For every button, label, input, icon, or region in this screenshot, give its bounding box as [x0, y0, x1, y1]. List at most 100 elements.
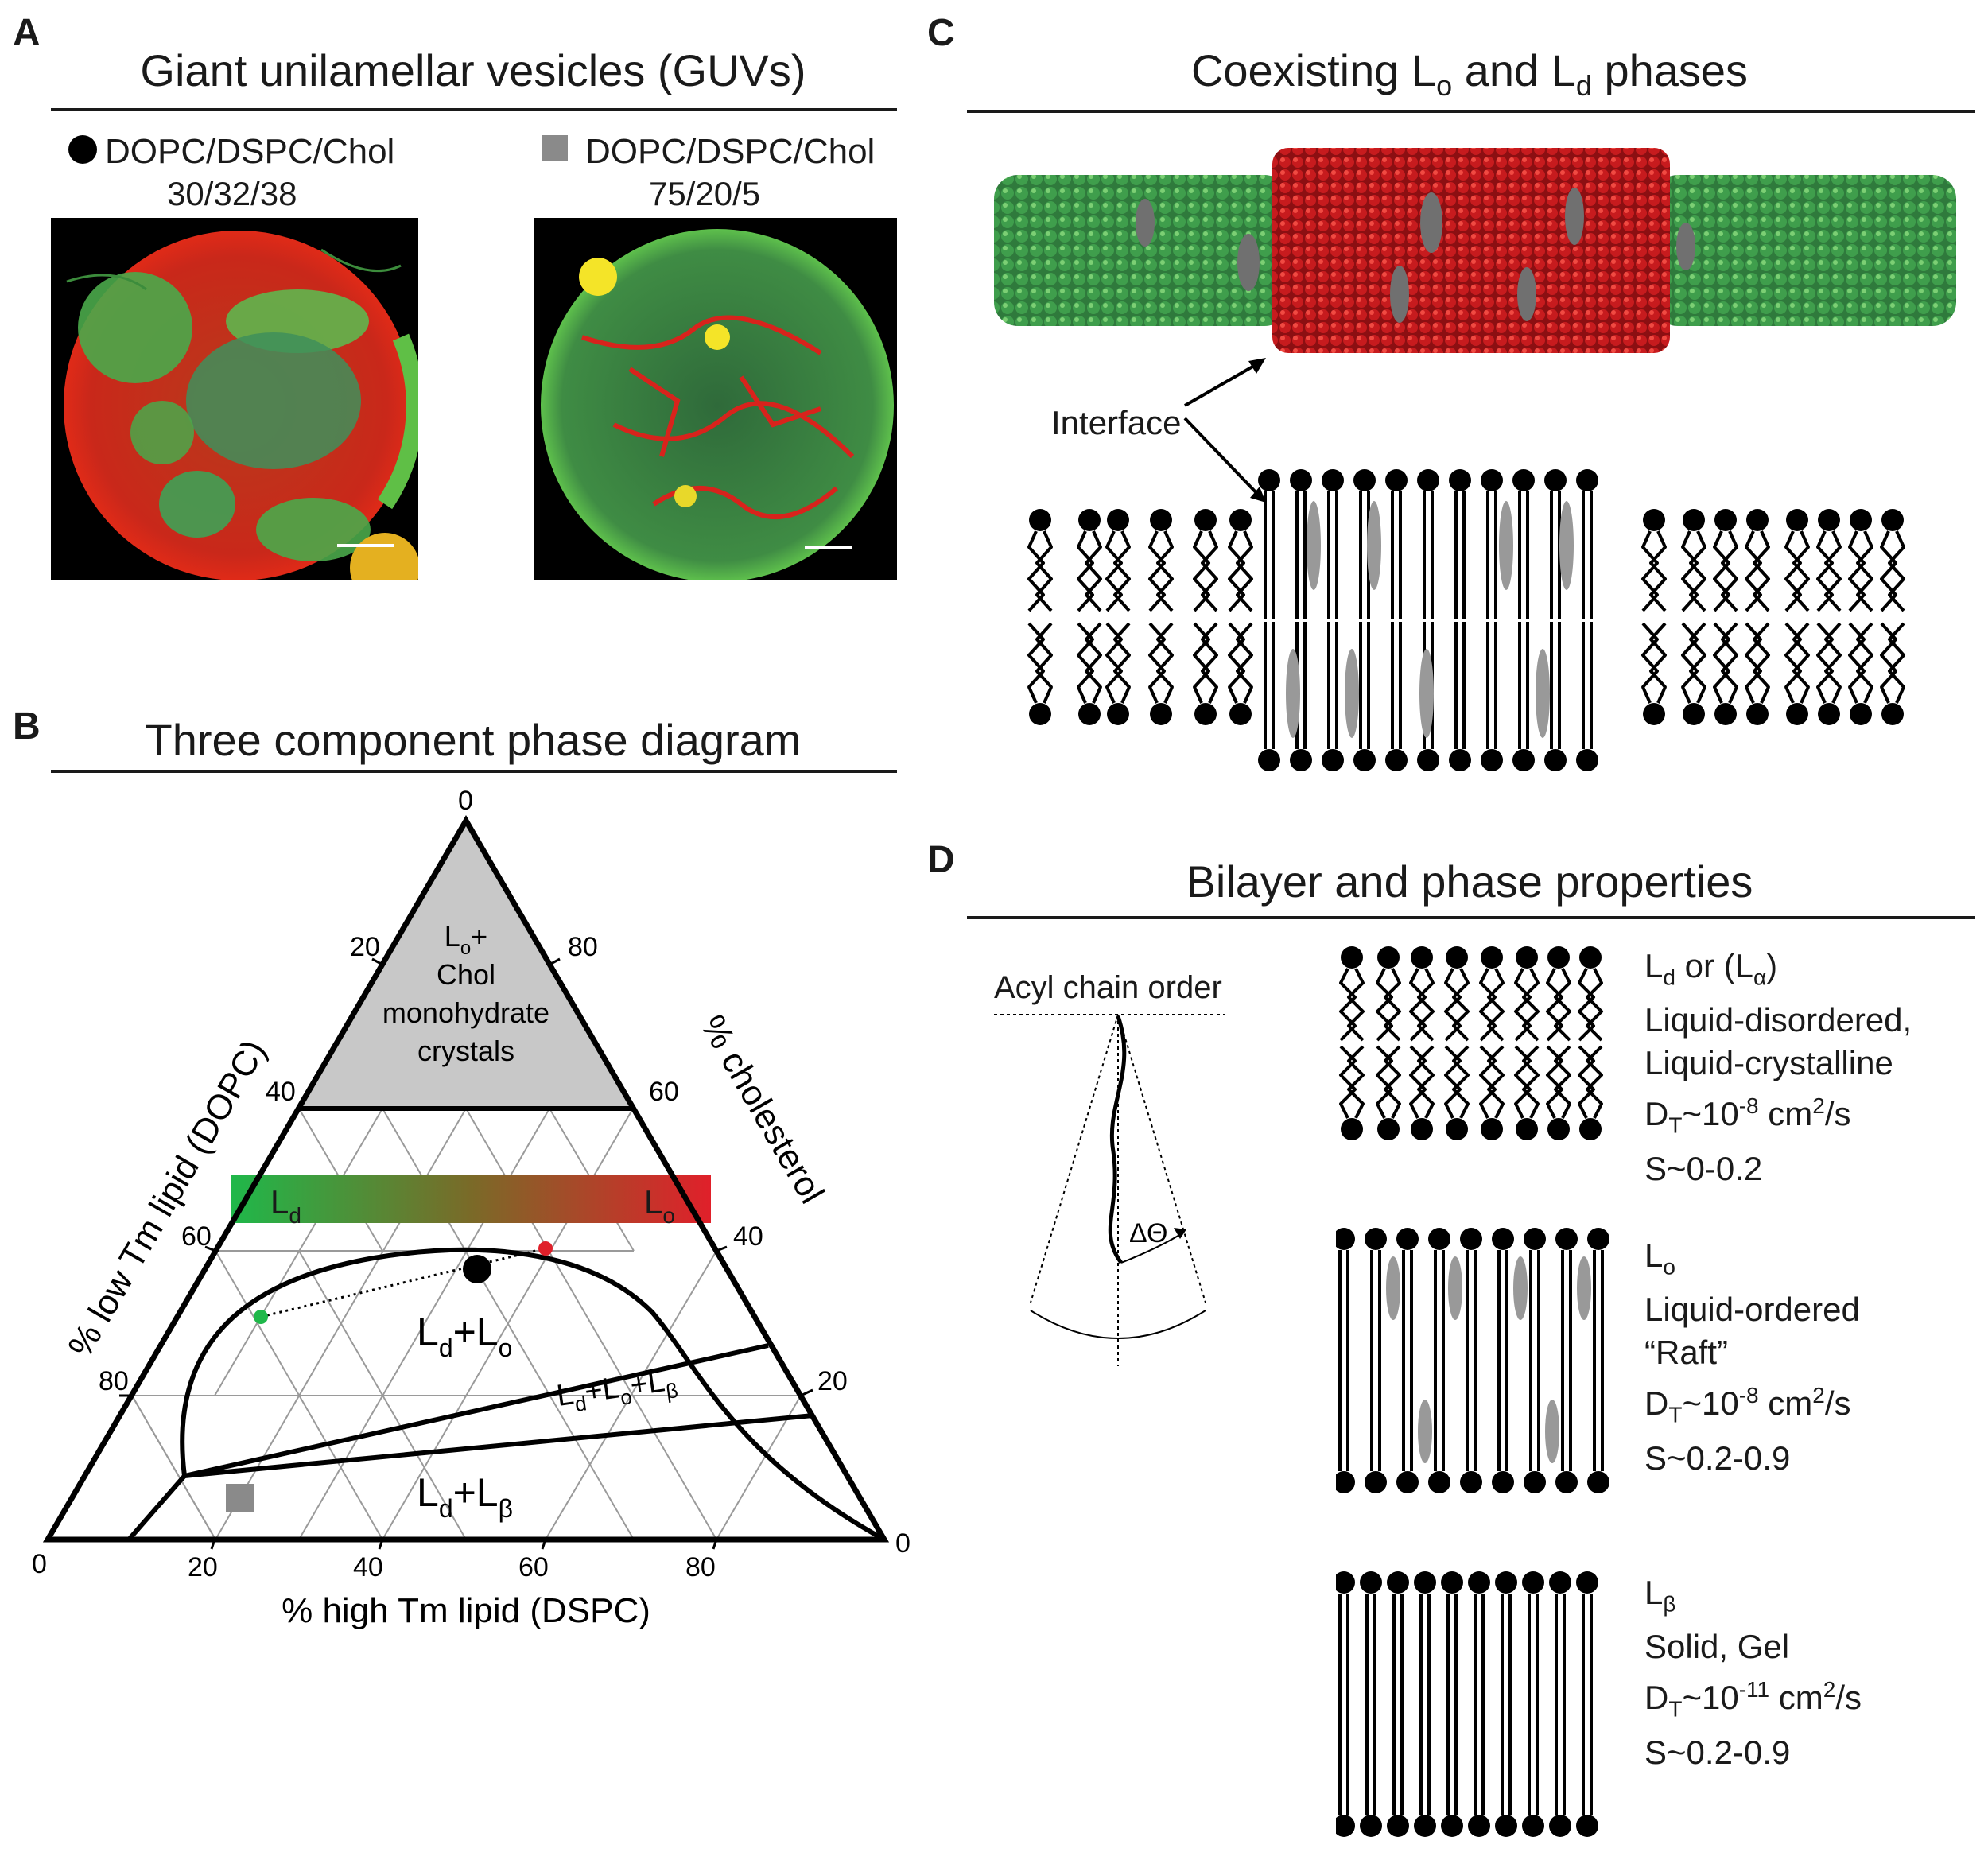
- lipid-head: [1579, 946, 1602, 969]
- lipid-head: [1411, 946, 1433, 969]
- lipid-head: [1365, 1471, 1387, 1493]
- lipid-head: [1428, 1471, 1450, 1493]
- lipid-head: [1818, 509, 1840, 531]
- lipid-head: [1353, 469, 1376, 491]
- lipid-head: [1549, 1571, 1571, 1594]
- lipid-head: [1194, 509, 1217, 531]
- lipid-head: [1336, 1471, 1355, 1493]
- lipid-head: [1549, 1815, 1571, 1837]
- three-phase-top-line: [184, 1343, 769, 1478]
- guv-image-left: [51, 218, 418, 580]
- lipid-head: [1544, 469, 1567, 491]
- phase-ld-name2: Liquid-crystalline: [1644, 1044, 1893, 1082]
- lipid-head: [1714, 509, 1737, 531]
- lipid-head: [1746, 703, 1769, 725]
- phase-lo-properties: Lo Liquid-ordered “Raft” DT~10-8 cm2/s S…: [1644, 1234, 1860, 1480]
- left-tick-40: 40: [266, 1077, 296, 1107]
- lipid-head: [1468, 1815, 1490, 1837]
- black-circle-composition: [463, 1255, 491, 1283]
- left-ratio: 30/32/38: [167, 175, 297, 212]
- lipid-head: [1587, 1228, 1609, 1250]
- lipid-head: [1258, 469, 1280, 491]
- lipid-head: [1336, 1571, 1355, 1594]
- lipid-head: [1579, 1118, 1602, 1140]
- cholesterol: [1419, 649, 1434, 738]
- lb-boundary: [126, 1474, 187, 1541]
- cholesterol: [1577, 1256, 1591, 1320]
- lipid-head: [1150, 703, 1172, 725]
- lipid-head: [1029, 703, 1051, 725]
- cholesterol: [1345, 649, 1359, 738]
- lipid-head: [1353, 749, 1376, 771]
- panel-d-title: Bilayer and phase properties: [1186, 856, 1753, 907]
- cholesterol: [1367, 501, 1381, 590]
- lipid-head: [1414, 1815, 1436, 1837]
- lipid-head: [1881, 509, 1904, 531]
- md-simulation-bilayer: [994, 148, 1956, 353]
- lipid-head: [1576, 749, 1598, 771]
- panel-a-rule: [51, 108, 897, 111]
- vertex-top-label: 0: [458, 786, 473, 816]
- lipid-head: [1194, 703, 1217, 725]
- phase-lb-order: S~0.2-0.9: [1644, 1733, 1791, 1771]
- cholesterol: [1499, 501, 1513, 590]
- lipid-head: [1881, 703, 1904, 725]
- acyl-chain-order-label: Acyl chain order: [994, 970, 1222, 1005]
- lipid-head: [1446, 1118, 1468, 1140]
- lipid-head: [1522, 1815, 1544, 1837]
- lipid-head: [1481, 749, 1503, 771]
- panel-a-letter: A: [13, 12, 41, 54]
- lipid-head: [1786, 509, 1808, 531]
- lipid-head: [1516, 1118, 1538, 1140]
- lipid-head: [1524, 1471, 1546, 1493]
- right-tick-80: 80: [568, 932, 598, 962]
- panel-d-rule: [967, 916, 1975, 919]
- ldlo-boundary: [180, 1247, 886, 1542]
- gray-square-marker-icon: [542, 135, 568, 161]
- cholesterol: [1418, 1400, 1432, 1463]
- panel-c-rule: [967, 110, 1975, 113]
- phase-ld-name1: Liquid-disordered,: [1644, 1001, 1912, 1039]
- lipid-head: [1495, 1815, 1517, 1837]
- angle-label: ΔΘ: [1129, 1218, 1167, 1248]
- lipid-head: [1341, 946, 1363, 969]
- lipid-head: [1576, 1815, 1598, 1837]
- panel-a-title: Giant unilamellar vesicles (GUVs): [140, 45, 806, 95]
- phase-lb-properties: Lβ Solid, Gel DT~10-11 cm2/s S~0.2-0.9: [1644, 1571, 1862, 1774]
- left-tick-80: 80: [99, 1366, 129, 1396]
- panel-c-title: Coexisting Lo and Ld phases: [1190, 45, 1749, 103]
- lipid-head: [1229, 703, 1252, 725]
- ld-domain-left: [994, 175, 1288, 326]
- phase-ld-diffusion: DT~10-8 cm2/s: [1644, 1093, 1851, 1138]
- cholesterol: [1307, 501, 1321, 590]
- lipid-head: [1468, 1571, 1490, 1594]
- lipid-head: [1576, 1571, 1598, 1594]
- lipid-head: [1786, 703, 1808, 725]
- black-circle-marker-icon: [68, 135, 97, 164]
- phase-lo-order: S~0.2-0.9: [1644, 1439, 1791, 1477]
- tie-line: [260, 1247, 546, 1318]
- lipid-head: [1449, 749, 1471, 771]
- lipid-head: [1411, 1118, 1433, 1140]
- lipid-head: [1428, 1228, 1450, 1250]
- lipid-head: [1850, 509, 1872, 531]
- interface-label: Interface: [1051, 404, 1182, 441]
- chol-crystal-region: [299, 821, 633, 1109]
- lipid-head: [1683, 703, 1705, 725]
- left-composition: DOPC/DSPC/Chol: [105, 132, 395, 171]
- right-tick-60: 60: [649, 1077, 679, 1107]
- lipid-head: [1360, 1571, 1382, 1594]
- lipid-head: [1385, 749, 1408, 771]
- lipid-head: [1544, 749, 1567, 771]
- gray-square-composition: [226, 1484, 254, 1512]
- lipid-head: [1396, 1228, 1419, 1250]
- right-tick-40: 40: [733, 1221, 763, 1252]
- lipid-head: [1460, 1228, 1482, 1250]
- panel-d-letter: D: [927, 839, 955, 881]
- lipid-head: [1417, 469, 1439, 491]
- cholesterol: [1513, 1256, 1528, 1320]
- gradient-lo-label: Lo: [644, 1183, 675, 1228]
- lipid-head: [1396, 1471, 1419, 1493]
- lipid-head: [1336, 1228, 1355, 1250]
- lipid-head: [1365, 1228, 1387, 1250]
